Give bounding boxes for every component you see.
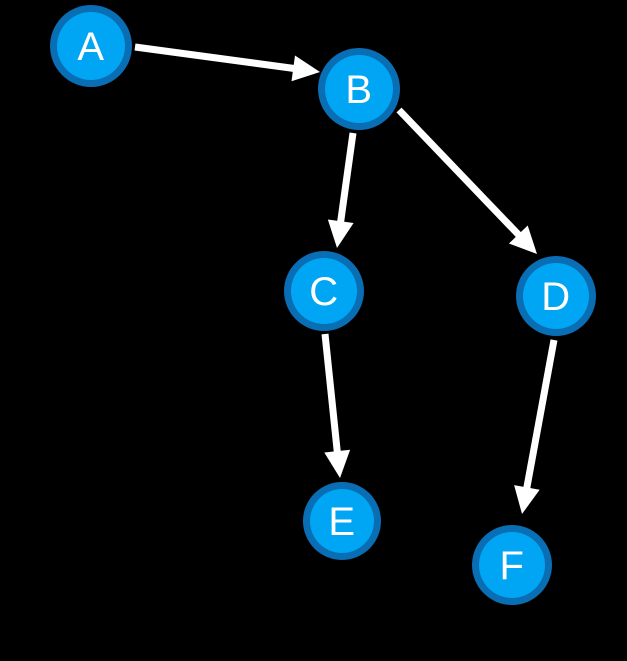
node-C[interactable]: C	[284, 251, 364, 331]
edge-shaft	[134, 43, 296, 73]
node-label-A: A	[77, 25, 104, 69]
node-A[interactable]: A	[50, 5, 132, 87]
edge-shaft	[321, 333, 341, 454]
node-fill-A	[57, 12, 125, 80]
node-fill-F	[479, 532, 545, 598]
node-F[interactable]: F	[472, 525, 552, 605]
edge-shaft	[336, 132, 357, 224]
edge-shaft	[523, 339, 558, 491]
node-fill-B	[325, 55, 393, 123]
edge-arrowhead	[291, 55, 320, 82]
edge-shaft	[396, 107, 523, 239]
edge-arrowhead	[514, 485, 540, 514]
edge-arrowhead	[508, 225, 537, 254]
node-label-C: C	[309, 270, 338, 314]
node-label-D: D	[541, 275, 570, 319]
node-label-E: E	[328, 500, 355, 544]
node-B[interactable]: B	[318, 48, 400, 130]
edge-C-E[interactable]	[321, 333, 351, 478]
node-fill-C	[291, 258, 357, 324]
edge-arrowhead	[327, 219, 354, 248]
edge-arrowhead	[324, 449, 351, 478]
edge-D-F[interactable]	[514, 339, 558, 514]
node-E[interactable]: E	[303, 482, 381, 560]
node-D[interactable]: D	[516, 256, 596, 336]
node-fill-D	[523, 263, 589, 329]
edge-B-D[interactable]	[396, 107, 537, 254]
nodes-layer: A B C D E F	[50, 5, 596, 605]
edge-B-C[interactable]	[327, 132, 357, 248]
node-label-B: B	[345, 68, 372, 112]
edges-layer	[134, 43, 558, 514]
node-fill-E	[310, 489, 374, 553]
edge-A-B[interactable]	[134, 43, 320, 82]
node-label-F: F	[500, 544, 525, 588]
